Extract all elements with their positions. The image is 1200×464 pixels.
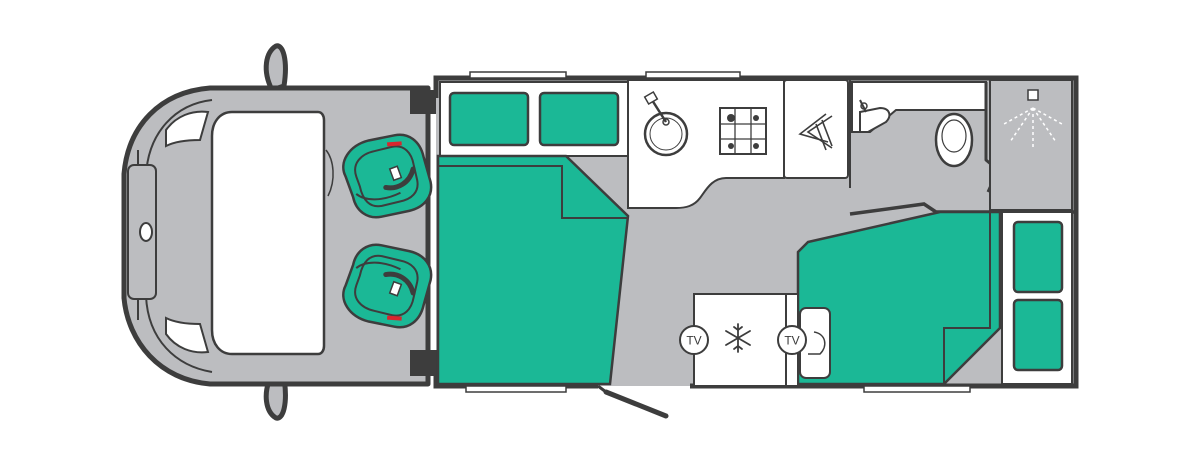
cab-badge xyxy=(139,222,153,242)
hob-icon xyxy=(719,107,767,155)
bed-icon xyxy=(796,210,1002,386)
bed-fold-line xyxy=(943,212,991,384)
washbasin-icon xyxy=(859,99,891,133)
tv-label: TV xyxy=(686,334,701,348)
door-swing xyxy=(597,384,607,394)
window-top-2 xyxy=(645,71,741,79)
tv-icon: TV xyxy=(679,325,709,355)
pillar-bottom xyxy=(410,350,438,376)
steering-hint xyxy=(325,149,334,197)
cab xyxy=(121,43,438,421)
shower-tray xyxy=(989,79,1073,211)
sink-icon xyxy=(643,91,689,157)
cushion-icon xyxy=(538,91,620,147)
cab-seat-icon xyxy=(342,133,433,219)
headlight-right xyxy=(165,316,210,354)
habitation: TV TV xyxy=(433,71,1079,419)
hanger-icon xyxy=(798,113,833,151)
window-bottom-2 xyxy=(863,385,971,393)
window-top-1 xyxy=(469,71,567,79)
bedroom-step-arrow xyxy=(808,331,826,355)
mirror-left xyxy=(263,43,288,93)
cab-seat-icon xyxy=(342,243,433,329)
toilet-icon xyxy=(934,112,974,168)
fridge-snowflake-icon xyxy=(725,323,751,353)
tv-label: TV xyxy=(784,334,799,348)
cushion-icon xyxy=(1012,220,1064,294)
tv-icon: TV xyxy=(777,325,807,355)
windscreen xyxy=(210,110,326,356)
shower-icon xyxy=(1003,89,1063,150)
cushion-icon xyxy=(448,91,530,147)
door-icon xyxy=(603,389,669,419)
pillar-top xyxy=(410,90,438,114)
headlight-left xyxy=(165,110,210,148)
window-bottom-1 xyxy=(465,385,567,393)
wardrobe xyxy=(783,79,849,179)
cushion-icon xyxy=(1012,298,1064,372)
bed-icon xyxy=(436,154,630,386)
bed-fold-line xyxy=(438,165,628,219)
